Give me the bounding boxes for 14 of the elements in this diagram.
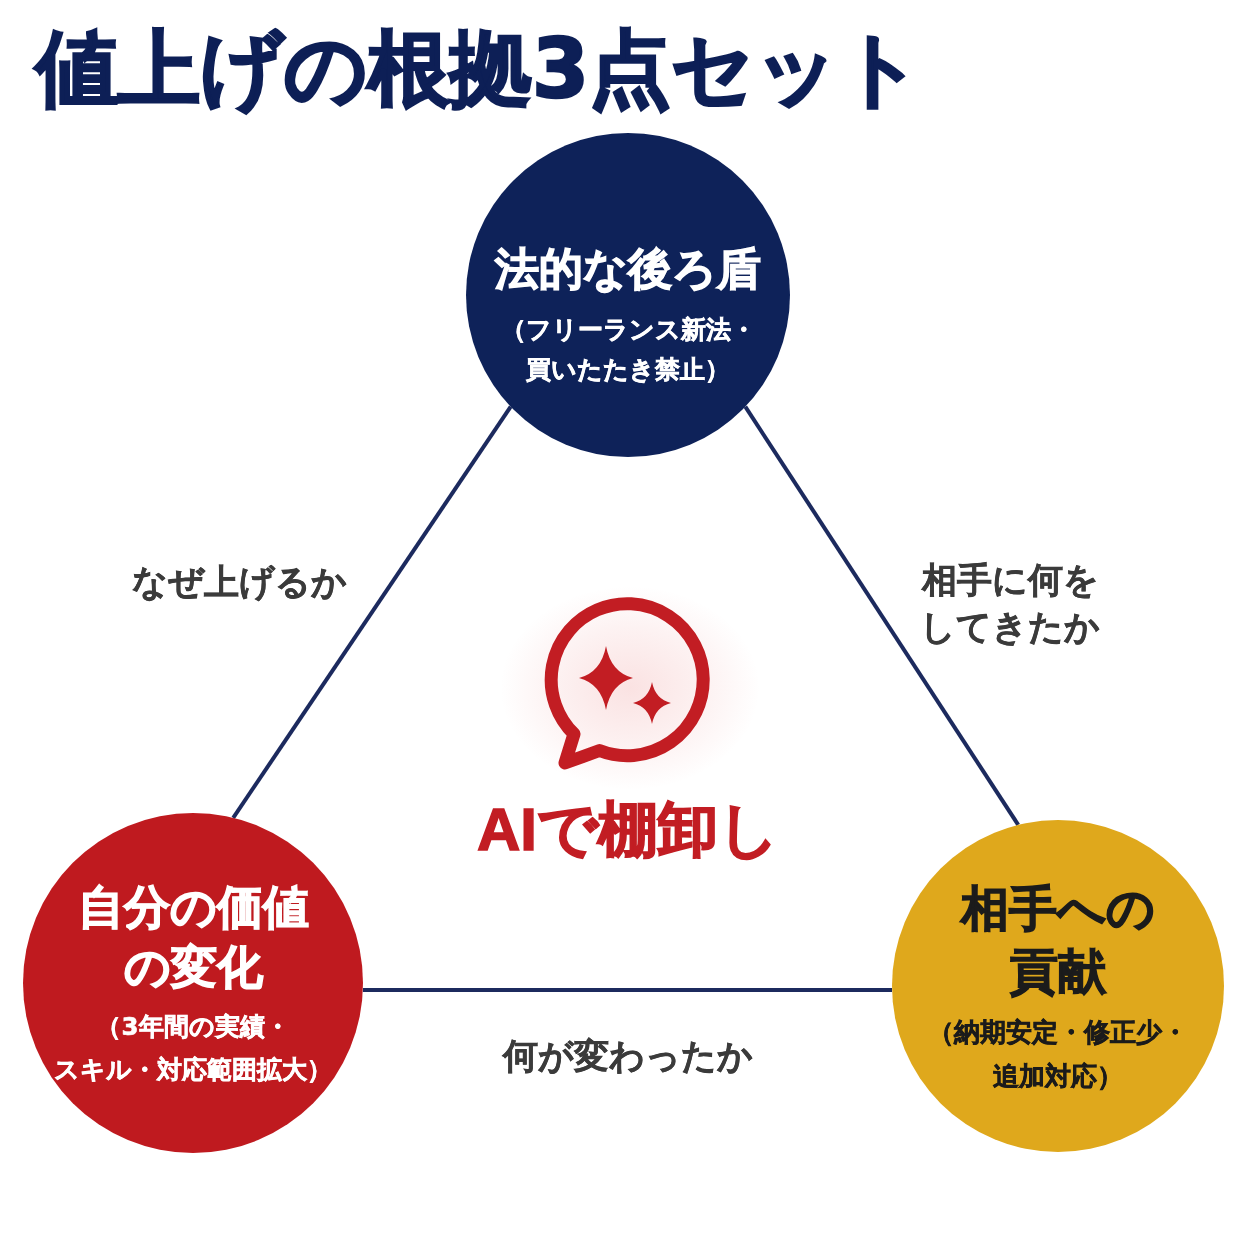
edge-label: 相手に何をしてきたか [920, 558, 1100, 649]
circle-heading: 相手への貢献 [961, 879, 1155, 1001]
edge-label: 何が変わったか [502, 1035, 753, 1079]
circle-note: （納期安定・修正少・追加対応） [928, 1016, 1188, 1094]
circle-heading: 自分の価値の変化 [77, 879, 309, 997]
center-caption: AIで棚卸し [477, 795, 779, 865]
circle-heading: 法的な後ろ盾 [495, 242, 761, 297]
circle-note: （フリーランス新法・買いたたき禁止） [500, 313, 756, 386]
diagram-title: 値上げの根拠3点セット [36, 20, 924, 118]
circle-note: （3年間の実績・スキル・対応範囲拡大） [54, 1010, 332, 1086]
edge-label: なぜ上げるか [132, 561, 348, 605]
connector-line [362, 988, 892, 992]
connector-line [231, 405, 513, 819]
connector-line [743, 405, 1020, 826]
